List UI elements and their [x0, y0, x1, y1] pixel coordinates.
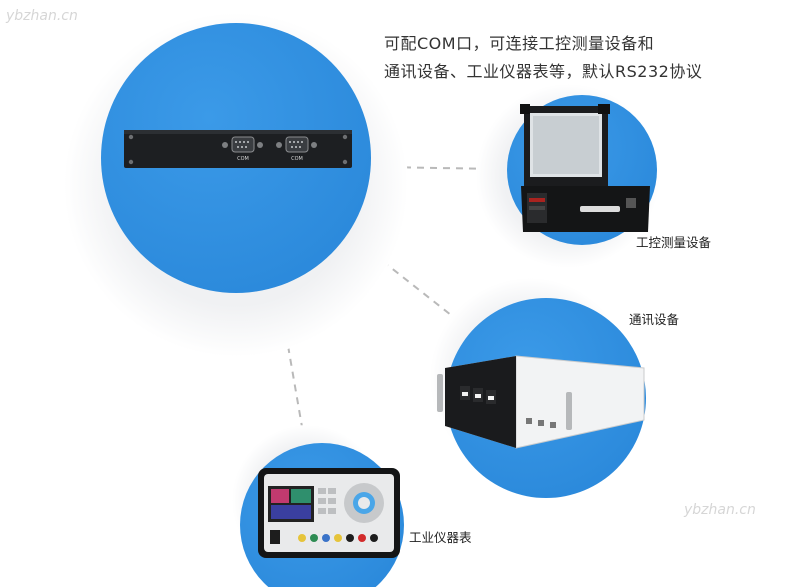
headline-line-2: 通讯设备、工业仪器表等，默认RS232协议 — [384, 62, 703, 81]
watermark-top-left: ybzhan.cn — [6, 8, 78, 24]
watermark-bottom-right: ybzhan.cn — [684, 502, 756, 518]
communication-label: 通讯设备 — [629, 312, 680, 327]
com-port-1-label: COM — [237, 156, 249, 162]
headline: 可配COM口，可连接工控测量设备和 通讯设备、工业仪器表等，默认RS232协议 — [384, 30, 702, 86]
instrument-label: 工业仪器表 — [409, 530, 472, 545]
industrial-control-label: 工控测量设备 — [636, 235, 712, 250]
communication-circle — [430, 278, 646, 498]
industrial-control-circle — [476, 84, 660, 268]
headline-line-1: 可配COM口，可连接工控测量设备和 — [384, 34, 655, 53]
power-supply-image — [258, 468, 400, 558]
screw-icon — [128, 159, 134, 165]
screw-icon — [128, 134, 134, 140]
screw-icon — [342, 159, 348, 165]
rugged-laptop-image — [520, 104, 650, 232]
com-port-2-label: COM — [291, 156, 303, 162]
rack-chassis-image — [437, 355, 645, 449]
com-panel: COM COM — [124, 130, 352, 168]
main-circle — [64, 13, 408, 357]
screw-icon — [342, 134, 348, 140]
com-port-2: COM — [276, 136, 317, 162]
com-port-1: COM — [222, 136, 263, 162]
instrument-circle — [232, 425, 404, 587]
